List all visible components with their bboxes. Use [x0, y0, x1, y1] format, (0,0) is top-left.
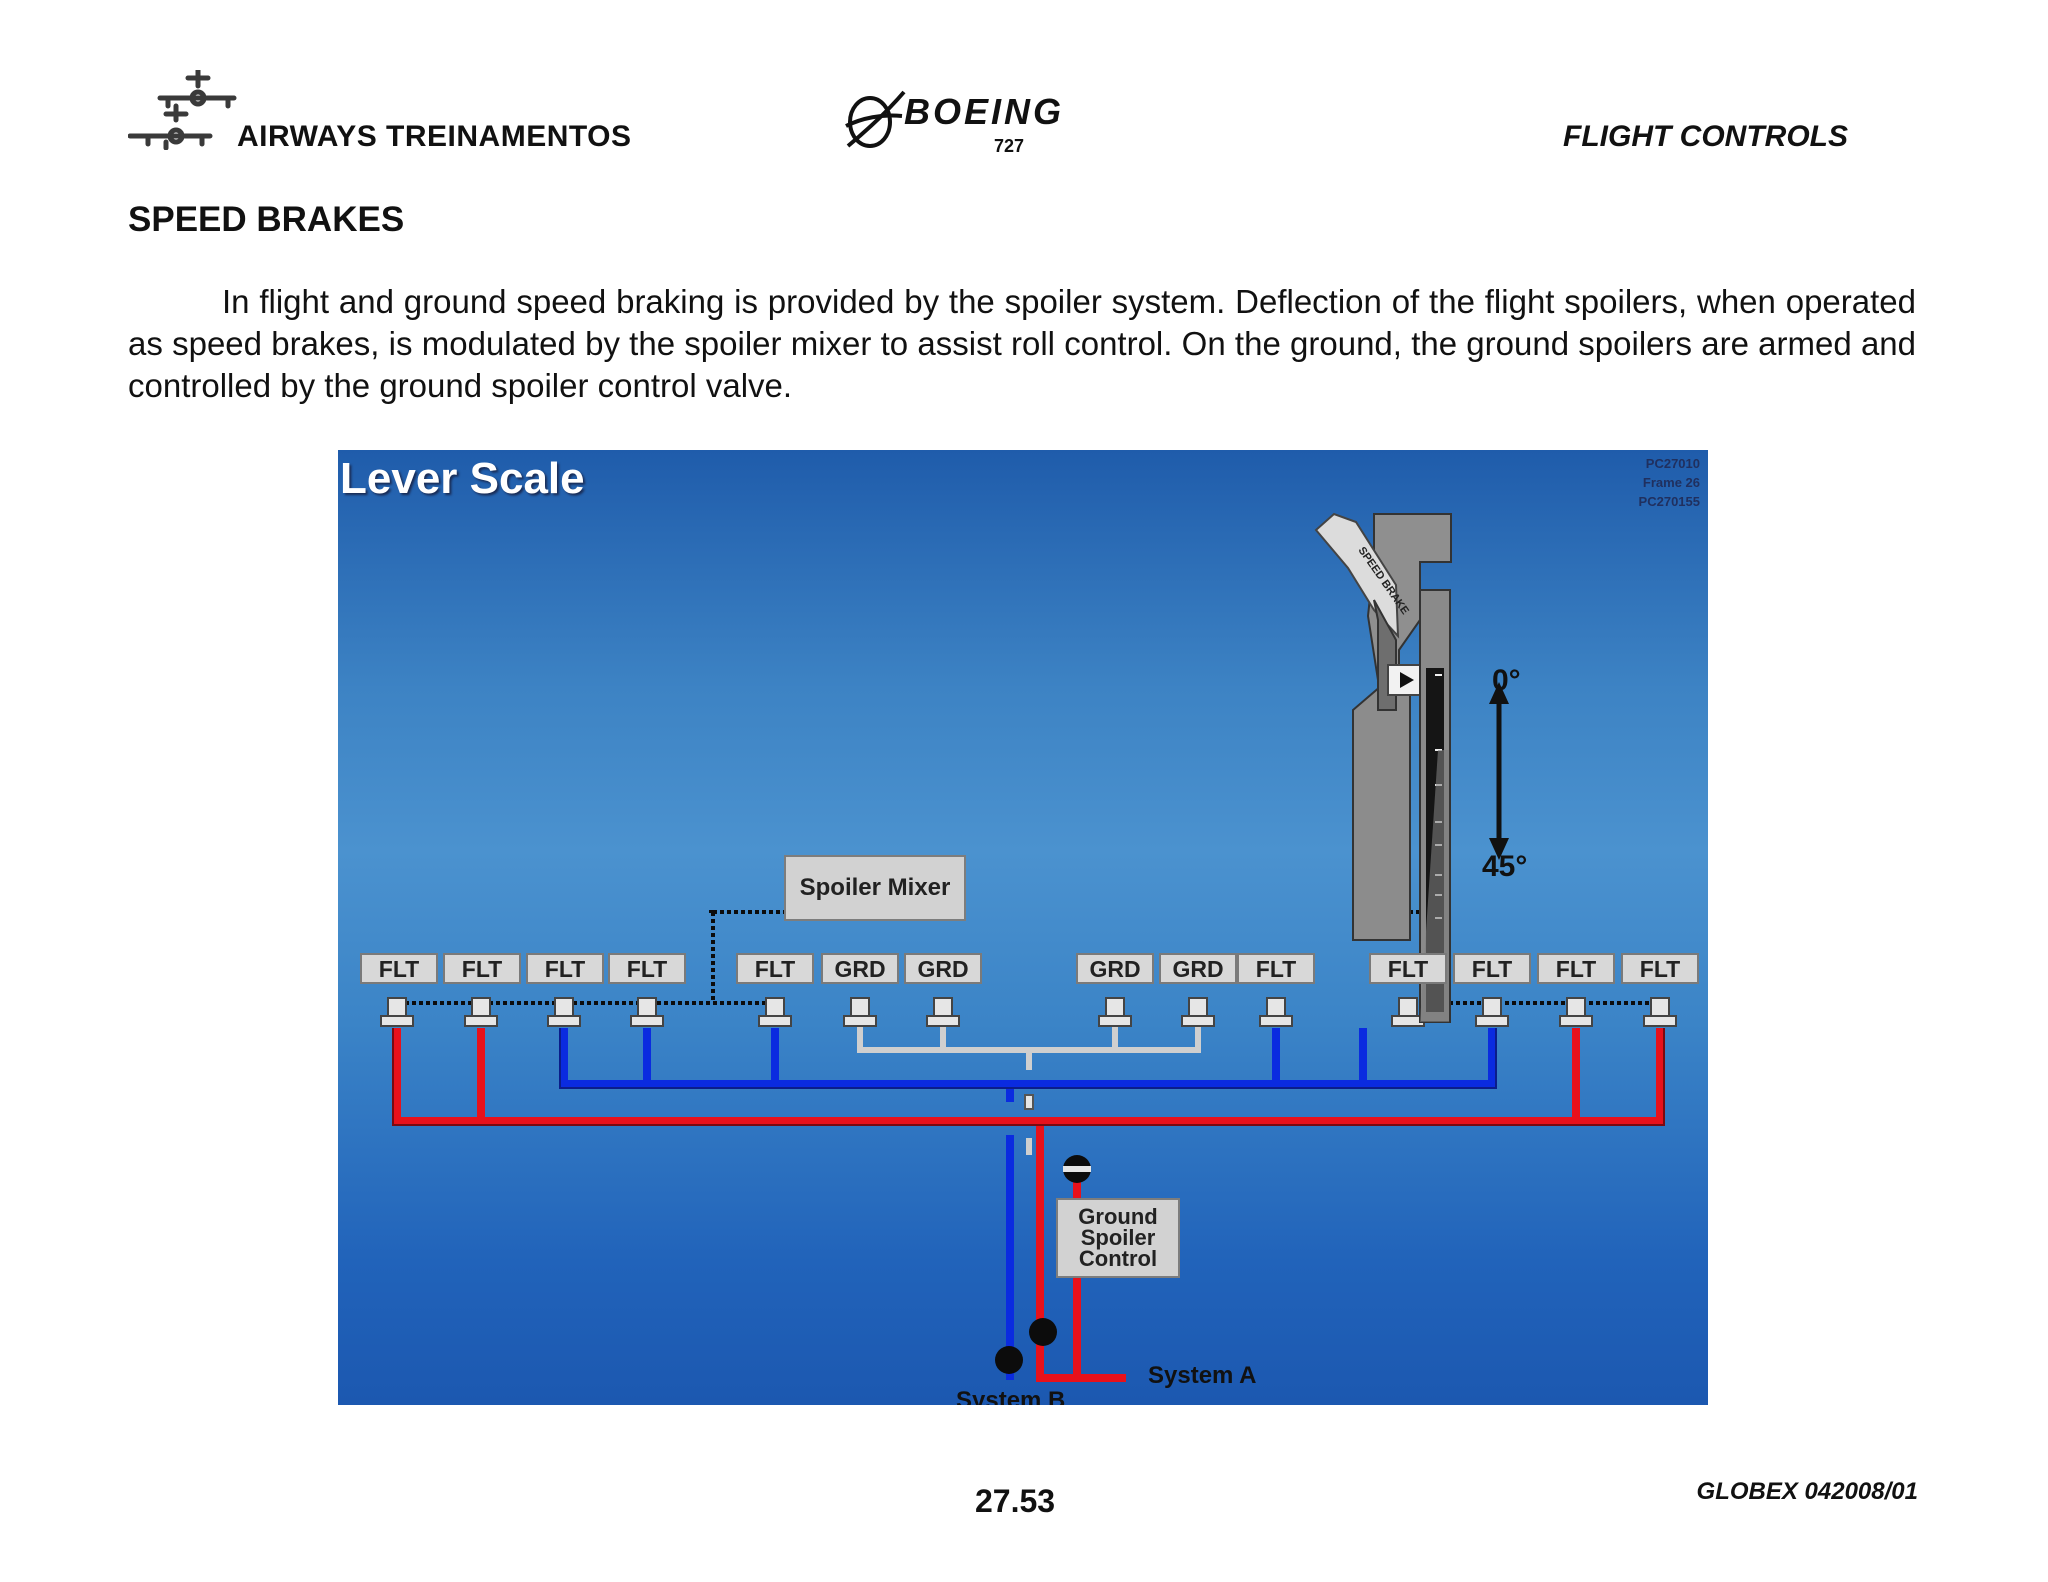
figure-reference-2: Frame 26 — [1642, 475, 1700, 490]
figure-reference-1: PC27010 — [1645, 456, 1700, 471]
section-header: FLIGHT CONTROLS — [1563, 120, 1848, 153]
system-b-label: System B — [956, 1387, 1066, 1405]
hydraulic-lines: SPEED BRAKE — [380, 512, 1677, 1382]
ground-spoiler-control-box: Ground Spoiler Control — [1056, 1198, 1180, 1278]
spoiler-box-10: FLT — [1237, 953, 1315, 984]
section-title: SPEED BRAKES — [128, 200, 405, 239]
ground-spoiler-valve-icon — [1063, 1155, 1091, 1183]
speed-brake-lever-icon — [1314, 512, 1509, 1023]
system-a-check-valve-icon — [1029, 1318, 1057, 1346]
spoiler-box-13: FLT — [1537, 953, 1615, 984]
boeing-wordmark: BOEING — [904, 91, 1064, 132]
ground-spoiler-control-line-3: Control — [1078, 1246, 1158, 1271]
figure-reference-3: PC270155 — [1638, 494, 1700, 509]
spoiler-box-14: FLT — [1621, 953, 1699, 984]
figure-title: Lever Scale — [340, 454, 585, 503]
spoiler-mixer-box: Spoiler Mixer — [784, 855, 966, 921]
airways-logo-icon — [128, 70, 237, 150]
spoiler-box-12: FLT — [1453, 953, 1531, 984]
angle-top-label: 0° — [1492, 664, 1521, 697]
angle-bottom-label: 45° — [1482, 850, 1528, 883]
body-paragraph-text: In flight and ground speed braking is pr… — [128, 283, 1916, 404]
company-name: AIRWAYS TREINAMENTOS — [237, 120, 632, 153]
speed-brake-diagram: SPEED BRAKE Lever Scale PC27010 Frame 26… — [338, 450, 1708, 1405]
spoiler-box-2: FLT — [443, 953, 521, 984]
aircraft-model: 727 — [994, 136, 1024, 156]
spoiler-actuators — [380, 997, 1677, 1027]
body-paragraph: In flight and ground speed braking is pr… — [128, 281, 1916, 407]
document-code: GLOBEX 042008/01 — [1696, 1478, 1918, 1505]
system-b-check-valve-icon — [995, 1346, 1023, 1374]
spoiler-box-3: FLT — [526, 953, 604, 984]
spoiler-box-6: GRD — [821, 953, 899, 984]
spoiler-box-1: FLT — [360, 953, 438, 984]
spoiler-box-8: GRD — [1076, 953, 1154, 984]
system-b-lines — [560, 1028, 1496, 1380]
spoiler-box-9: GRD — [1159, 953, 1237, 984]
page-number: 27.53 — [975, 1483, 1056, 1519]
boeing-logo: BOEING 727 — [842, 86, 1110, 158]
spoiler-box-7: GRD — [904, 953, 982, 984]
system-a-label: System A — [1148, 1362, 1257, 1389]
ground-spoiler-control-line-1: Ground — [1078, 1204, 1158, 1229]
ground-spoiler-control-line-2: Spoiler — [1080, 1225, 1156, 1250]
boeing-emblem-icon: BOEING 727 — [845, 90, 1064, 156]
spoiler-box-5: FLT — [736, 953, 814, 984]
spoiler-box-4: FLT — [608, 953, 686, 984]
spoiler-box-11: FLT — [1369, 953, 1447, 984]
